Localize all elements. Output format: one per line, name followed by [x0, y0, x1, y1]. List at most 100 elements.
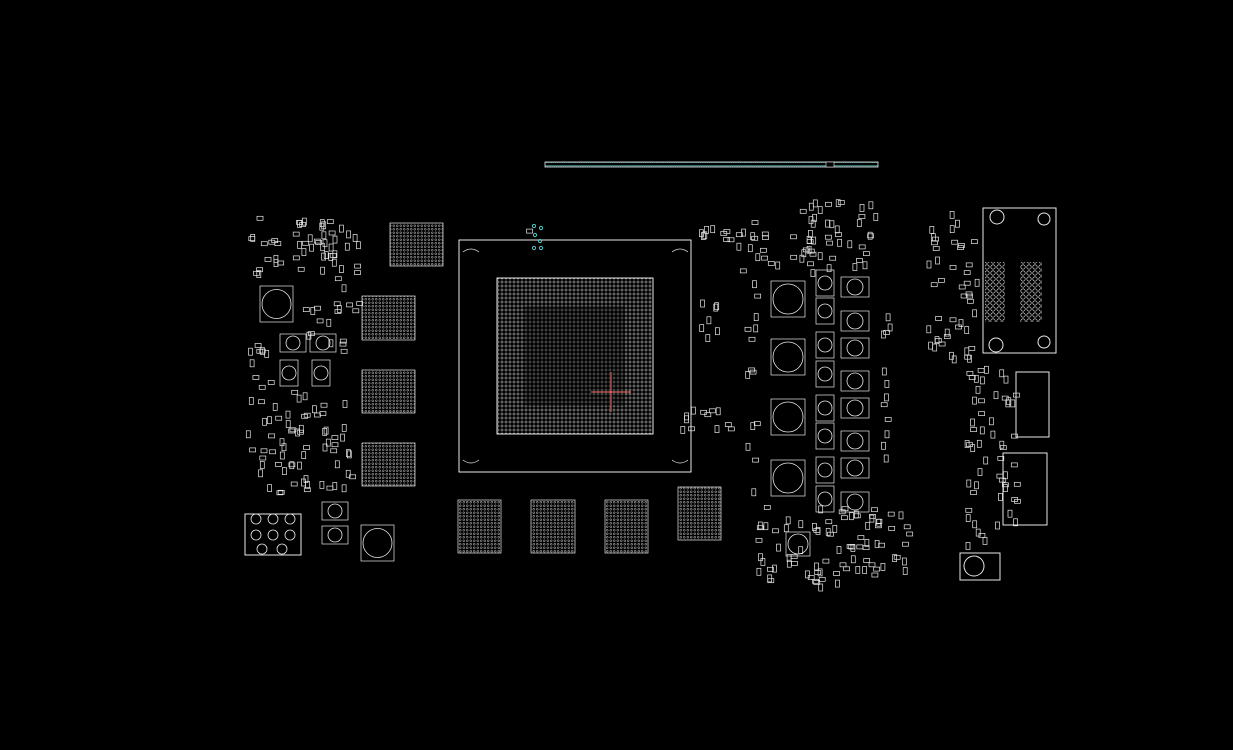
passive-part: [855, 566, 861, 574]
passive-part: [983, 456, 989, 465]
passive-part: [856, 219, 862, 227]
passive-part: [884, 380, 890, 388]
passive-part: [867, 231, 873, 240]
passive-part: [885, 313, 891, 322]
passive-part: [965, 507, 973, 513]
passive-part: [753, 324, 759, 333]
left-connector-block[interactable]: [244, 513, 302, 556]
via-marker: [538, 245, 544, 251]
passive-part: [966, 479, 972, 488]
passive-part: [752, 457, 759, 463]
passive-part: [336, 305, 342, 313]
passive-part: [864, 539, 870, 547]
passive-part: [290, 481, 298, 487]
passive-part: [873, 213, 879, 221]
passive-part: [760, 247, 767, 253]
passive-part: [264, 257, 272, 262]
passive-part: [254, 343, 262, 348]
passive-part: [1003, 484, 1008, 492]
inductor: [279, 359, 299, 387]
passive-part: [752, 280, 757, 289]
via-marker: [532, 232, 538, 238]
passive-part: [964, 347, 970, 356]
passive-part: [790, 234, 797, 240]
memory-chip: [361, 369, 416, 414]
passive-part: [334, 460, 340, 469]
passive-part: [753, 313, 759, 321]
inductor-coil: [787, 533, 809, 555]
inductor: [815, 360, 835, 388]
passive-part: [902, 557, 907, 566]
passive-part: [272, 403, 278, 411]
inductor: [815, 485, 835, 513]
passive-part: [314, 412, 321, 418]
passive-part: [349, 474, 356, 480]
passive-part: [862, 261, 868, 270]
passive-part: [1002, 482, 1009, 488]
passive-part: [980, 376, 985, 385]
passive-part: [833, 571, 840, 576]
passive-part: [971, 239, 978, 244]
gpu-package[interactable]: [458, 239, 692, 473]
passive-part: [767, 261, 775, 266]
passive-part: [356, 241, 361, 250]
connector-pin: [256, 543, 268, 555]
passive-part: [326, 219, 334, 224]
passive-part: [713, 303, 719, 312]
passive-part: [972, 309, 977, 318]
passive-part: [811, 236, 817, 245]
passive-part: [245, 430, 251, 439]
passive-part: [331, 435, 339, 440]
passive-part: [829, 220, 835, 229]
passive-part: [275, 462, 282, 467]
inductor-coil: [817, 337, 833, 353]
passive-part: [334, 309, 342, 314]
passive-part: [968, 346, 976, 351]
passive-part: [346, 302, 353, 308]
passive-part: [786, 554, 792, 562]
passive-part: [346, 230, 351, 239]
pcie-edge-connector[interactable]: [544, 161, 879, 168]
passive-part: [878, 542, 885, 548]
passive-part: [526, 228, 533, 234]
passive-part: [858, 214, 866, 219]
passive-part: [836, 546, 842, 554]
passive-part: [288, 462, 296, 468]
passive-part: [762, 235, 769, 240]
connector-pin: [284, 529, 296, 541]
passive-part: [292, 231, 300, 237]
passive-part: [786, 559, 792, 568]
power-connector[interactable]: [959, 371, 1050, 581]
passive-part: [273, 254, 279, 263]
passive-part: [993, 391, 999, 400]
inductor-coil: [362, 528, 393, 558]
passive-part: [340, 433, 345, 442]
display-output-connector[interactable]: [982, 207, 1057, 354]
passive-part: [887, 323, 893, 332]
passive-part: [256, 215, 264, 221]
inductor: [770, 398, 806, 436]
passive-part: [252, 375, 260, 380]
passive-part: [930, 282, 938, 288]
passive-part: [321, 231, 327, 240]
passive-part: [978, 398, 985, 404]
passive-part: [339, 338, 347, 344]
passive-part: [727, 426, 735, 432]
passive-part: [320, 402, 328, 408]
passive-part: [972, 520, 978, 529]
passive-part: [767, 578, 775, 584]
passive-part: [258, 384, 266, 390]
passive-part: [966, 371, 974, 376]
passive-part: [834, 225, 840, 234]
connector-pin: [250, 529, 262, 541]
passive-part: [751, 488, 757, 497]
passive-part: [809, 251, 817, 257]
passive-part: [978, 411, 985, 416]
passive-part: [812, 213, 817, 222]
passive-part: [302, 307, 310, 312]
passive-part: [267, 484, 272, 492]
passive-part: [977, 468, 983, 476]
passive-part: [1003, 471, 1008, 480]
